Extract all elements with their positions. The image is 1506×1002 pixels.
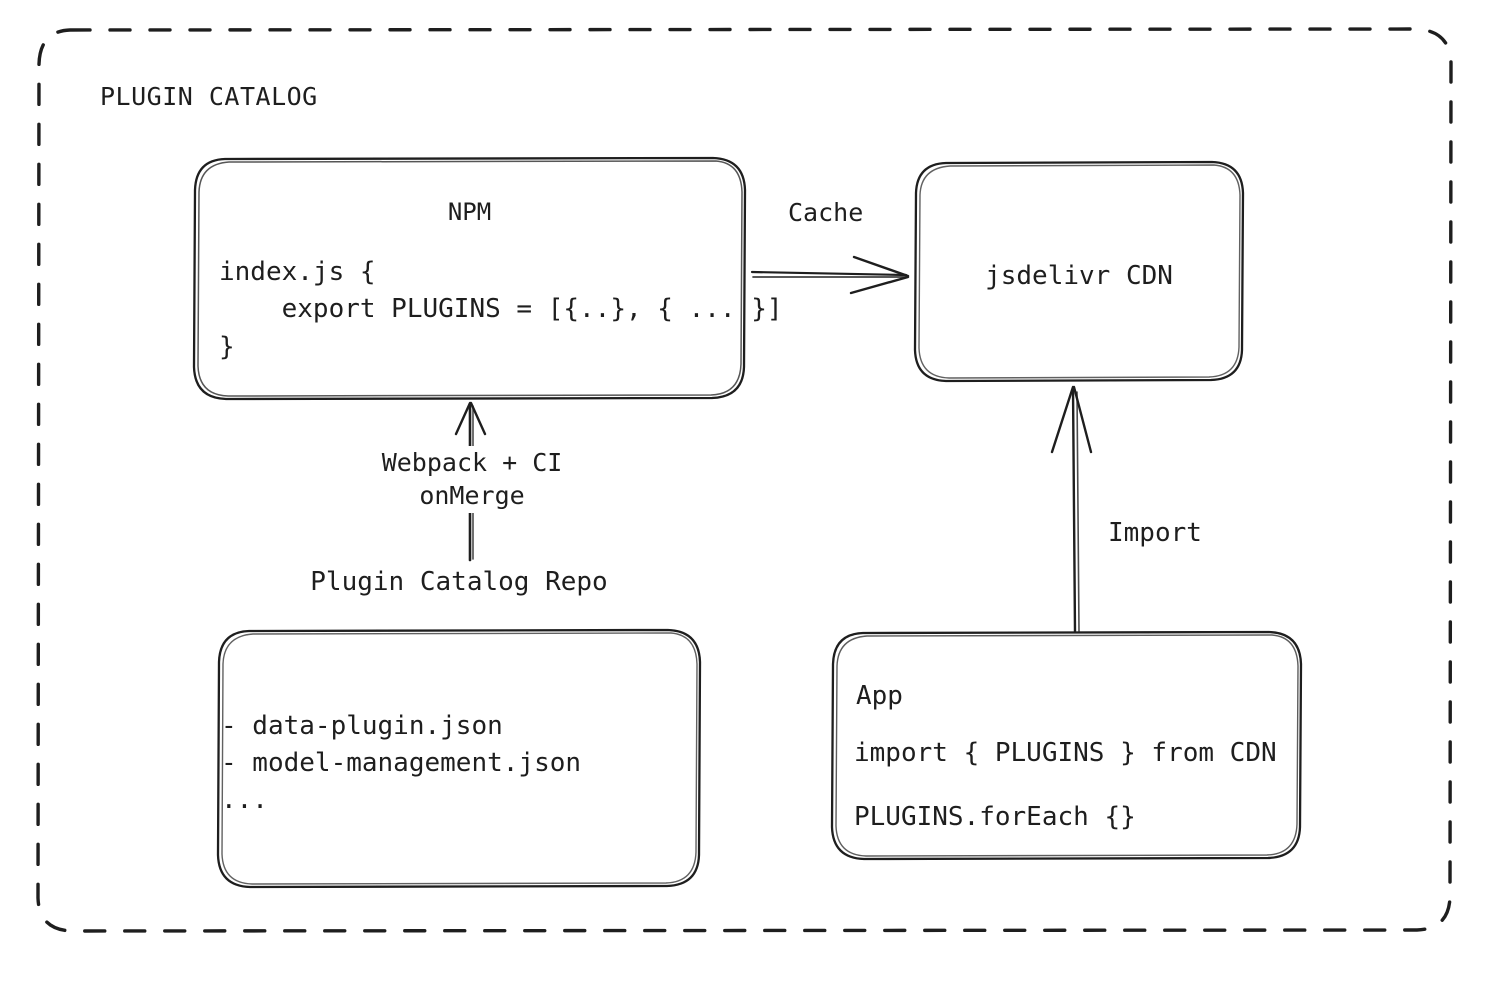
repo-node-file-list: - data-plugin.json - model-management.js…	[221, 711, 582, 815]
npm-node-code: index.js { export PLUGINS = [{..}, { ...…	[219, 257, 783, 362]
cache-edge-label: Cache	[788, 198, 864, 227]
app-node-foreach-line: PLUGINS.forEach {}	[854, 802, 1136, 832]
cdn-node-title: jsdelivr CDN	[985, 261, 1173, 291]
build-edge-label: Webpack + CI onMerge	[372, 446, 572, 513]
app-node-title: App	[856, 681, 903, 711]
repo-node-caption: Plugin Catalog Repo	[310, 567, 608, 597]
group-title: PLUGIN CATALOG	[100, 82, 318, 111]
import-edge-label: Import	[1108, 518, 1202, 548]
npm-node-title: NPM	[447, 198, 492, 226]
app-node-import-line: import { PLUGINS } from CDN	[854, 738, 1277, 768]
import-arrow	[1050, 385, 1093, 634]
